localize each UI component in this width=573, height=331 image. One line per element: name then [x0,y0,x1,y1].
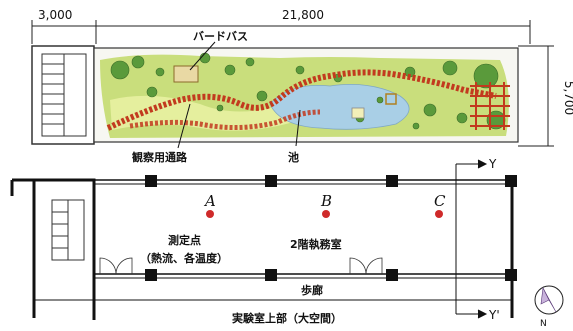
point-label-b: B [320,192,332,210]
measurement-point-c: C [434,192,446,218]
point-label-a: A [203,192,216,210]
floor-plan: Y Y' A B C 測定点 （熱流、各温度） 2階執務室 歩廊 実験室上部（大… [10,157,517,325]
point-marker-c [435,210,443,218]
floor-walls [10,176,514,320]
pond-marker [385,93,397,105]
inner-stair [51,199,85,261]
pond [269,84,410,130]
dim-depth: 5,700 [562,81,573,115]
point-marker-a [206,210,214,218]
point-label-c: C [434,192,446,210]
stair-well [31,45,95,145]
pergola-deck [470,82,510,130]
lab-top-label: 実験室上部（大空間） [232,311,342,325]
section-mark-bottom: Y' [488,308,500,322]
corridor-label: 歩廊 [301,283,323,297]
compass-north-label: N [540,319,547,329]
columns [145,175,517,281]
office-label: 2階執務室 [290,237,342,251]
observation-walkway [106,69,497,131]
rooftop-garden-plan [31,45,519,145]
compass-needle-tail [540,286,550,305]
pond-label: 池 [288,150,299,164]
measure-caption-line1: 測定点 [168,233,201,247]
pond-island [351,107,365,119]
walkway-label: 観察用通路 [132,150,188,164]
dim-left-width: 3,000 [38,8,72,22]
walkway-branch [129,109,321,131]
bird-bath-label: バードバス [193,30,248,43]
compass: N [534,285,564,329]
compass-ring [534,285,564,315]
section-line [455,159,488,319]
section-mark-top: Y [488,157,497,171]
measurement-point-a: A [203,192,216,218]
dim-main-width: 21,800 [282,8,324,22]
measure-caption-line2: （熱流、各温度） [140,251,228,265]
point-marker-b [322,210,330,218]
measurement-point-b: B [320,192,332,218]
trees [110,52,506,130]
door-swings [99,257,383,275]
dimension-lines [31,20,554,147]
bird-bath [173,65,199,83]
garden-leaders [177,41,301,149]
